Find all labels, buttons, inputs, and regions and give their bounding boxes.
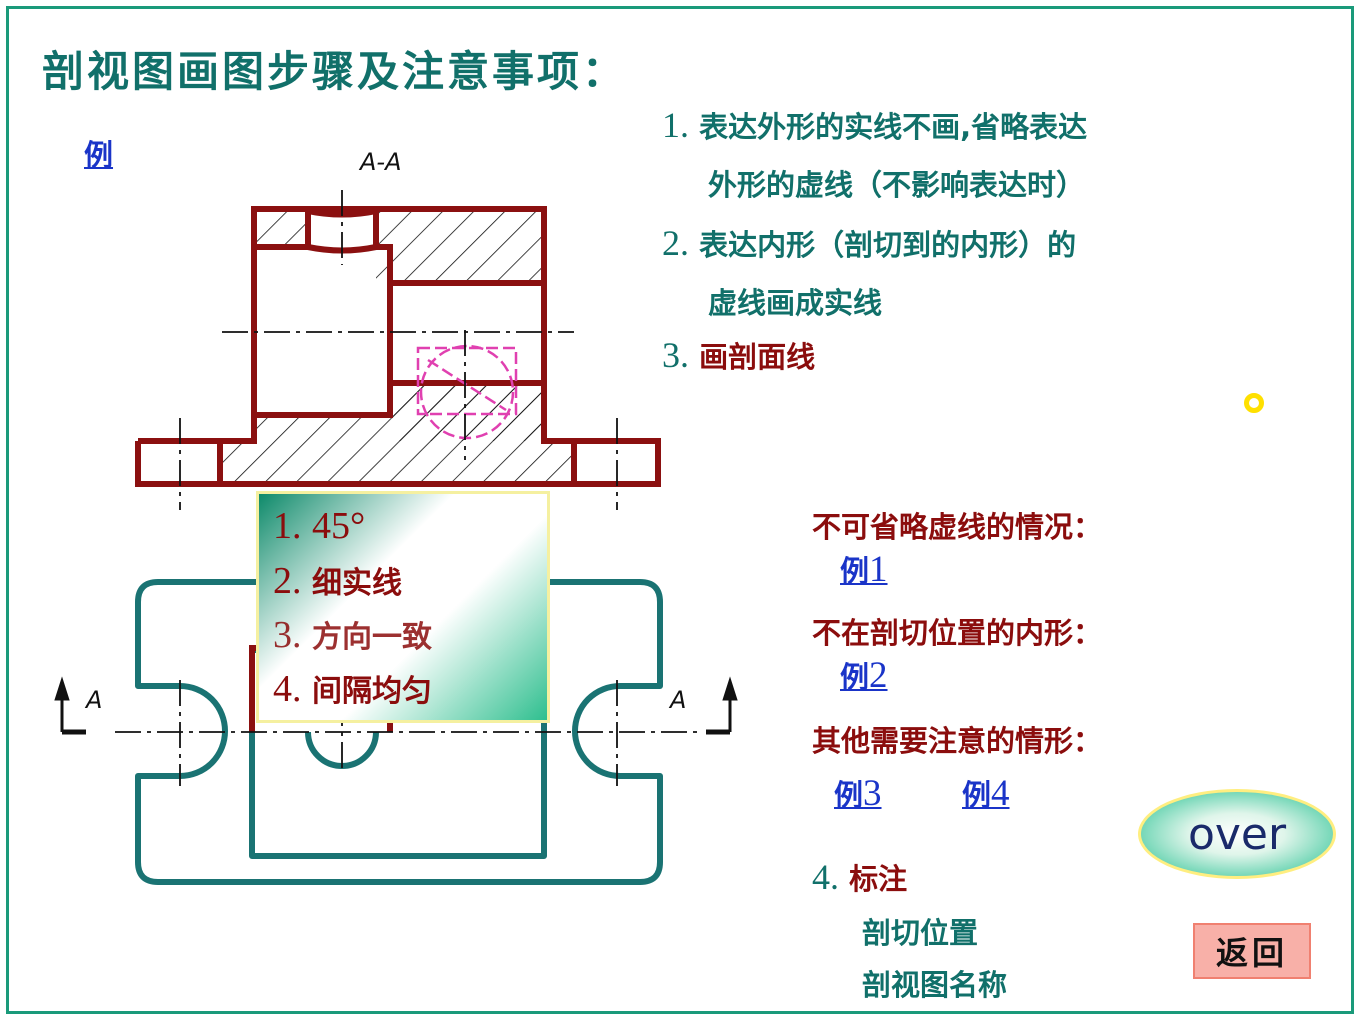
example-2-link[interactable]: 例2 bbox=[840, 655, 888, 696]
highlight-circle bbox=[416, 344, 518, 440]
technical-drawing bbox=[54, 190, 738, 885]
back-button[interactable]: 返回 bbox=[1193, 923, 1311, 979]
hatch-rule-4: 4. 间隔均匀 bbox=[273, 668, 432, 710]
case-dashed-kept-label: 不可省略虚线的情况： bbox=[812, 510, 1103, 544]
step-1-line-1: 1. 表达外形的实线不画,省略表达 bbox=[662, 105, 1088, 145]
example-link[interactable]: 例 bbox=[84, 138, 114, 172]
labeling-heading: 4. 标注 bbox=[812, 857, 908, 897]
case-not-at-cut-label: 不在剖切位置的内形： bbox=[812, 616, 1103, 650]
step-2-line-2: 虚线画成实线 bbox=[708, 286, 883, 320]
page-title: 剖视图画图步骤及注意事项： bbox=[42, 47, 628, 96]
labeling-item-view-name: 剖视图名称 bbox=[862, 968, 1008, 1002]
slide-frame bbox=[6, 6, 1354, 1014]
example-4-link[interactable]: 例4 bbox=[962, 773, 1010, 814]
section-outline bbox=[135, 206, 661, 487]
hatch-rule-2: 2. 细实线 bbox=[273, 560, 402, 602]
cut-marker-label-left: A bbox=[86, 686, 103, 714]
center-lines-top bbox=[179, 190, 618, 510]
step-1-line-2: 外形的虚线（不影响表达时） bbox=[708, 168, 1086, 202]
hatch-rule-3: 3. 方向一致 bbox=[273, 614, 432, 656]
section-view-label: A-A bbox=[360, 148, 402, 176]
example-1-link[interactable]: 例1 bbox=[840, 549, 888, 590]
step-3: 3. 画剖面线 bbox=[662, 335, 816, 375]
case-other-label: 其他需要注意的情形： bbox=[812, 724, 1103, 758]
cutting-plane-markers bbox=[54, 676, 738, 735]
hatch-rule-1: 1. 45° bbox=[273, 505, 366, 547]
example-3-link[interactable]: 例3 bbox=[834, 773, 882, 814]
section-hatching bbox=[220, 211, 574, 482]
yellow-dot-icon bbox=[1244, 393, 1264, 413]
labeling-item-cut-position: 剖切位置 bbox=[862, 916, 979, 950]
step-2-line-1: 2. 表达内形（剖切到的内形）的 bbox=[662, 223, 1077, 263]
hatch-rules-note: 1. 45° 2. 细实线 3. 方向一致 4. 间隔均匀 bbox=[256, 491, 550, 723]
over-button[interactable]: over bbox=[1138, 789, 1336, 879]
cut-marker-label-right: A bbox=[670, 686, 687, 714]
